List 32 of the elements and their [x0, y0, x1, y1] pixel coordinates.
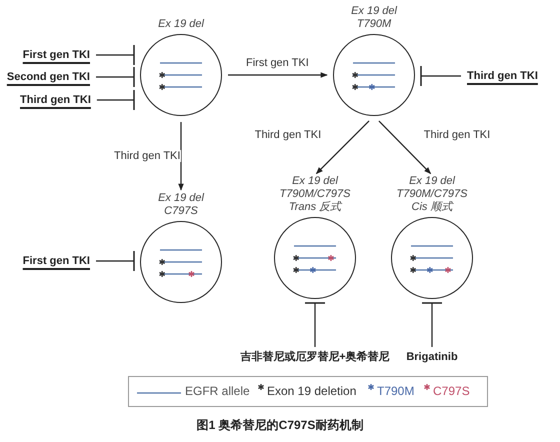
inhibition-line	[96, 250, 135, 272]
inhibition-line	[96, 66, 135, 88]
mutation-label: Ex 19 del T790M/C797S Trans 反式	[278, 175, 352, 214]
mutation-label: Ex 19 del	[157, 18, 206, 31]
legend-label: Exon 19 deletion	[267, 384, 356, 398]
edge-label: Third gen TKI	[422, 129, 492, 142]
edge-label: Third gen TKI	[254, 129, 322, 142]
drug-label: 吉非替尼或厄罗替尼+奥希替尼	[240, 351, 390, 363]
legend-label: C797S	[433, 384, 470, 398]
mutation-label: Ex 19 del C797S	[157, 192, 206, 218]
inhibition-line	[96, 44, 135, 66]
inhibition-line	[304, 302, 326, 347]
arrow	[228, 72, 328, 78]
arrow	[316, 120, 370, 174]
drug-label: Brigatinib	[406, 351, 458, 363]
inhibition-line	[96, 89, 135, 111]
arrow	[178, 122, 184, 191]
mutation-label: Ex 19 del T790M	[350, 5, 398, 31]
legend-label: EGFR allele	[185, 384, 250, 398]
drug-label: Third gen TKI	[467, 70, 538, 82]
inhibition-line	[420, 65, 461, 87]
inhibition-line	[421, 302, 443, 347]
drug-label: First gen TKI	[22, 255, 90, 267]
arrow	[378, 120, 432, 174]
edge-label: Third gen TKI	[113, 150, 182, 162]
figure-caption: 图1 奥希替尼的C797S耐药机制	[196, 418, 364, 432]
edge-label: First gen TKI	[245, 57, 310, 69]
drug-label: First gen TKI	[22, 49, 90, 61]
drug-label: Second gen TKI	[6, 71, 90, 83]
mutation-label: Ex 19 del T790M/C797S Cis 顺式	[396, 175, 468, 214]
drug-label: Third gen TKI	[20, 94, 91, 106]
legend-label: T790M	[377, 384, 414, 398]
